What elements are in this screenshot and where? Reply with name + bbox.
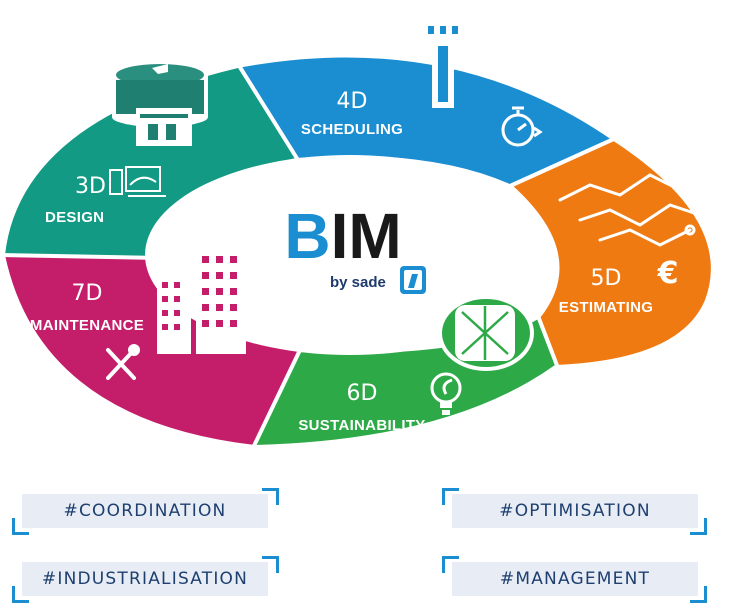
bracket-industrialisation-bl [12, 586, 29, 603]
center-hole [145, 155, 555, 355]
sade-logo-icon [400, 266, 426, 294]
bracket-industrialisation-tr [262, 556, 279, 573]
maintenance-num: 7D [72, 281, 103, 306]
lightbulb-icon [430, 372, 462, 415]
title-subtitle: by sade [330, 274, 386, 291]
euro-icon: € [657, 256, 679, 291]
bracket-management-br [690, 586, 707, 603]
control-tower-icon [418, 10, 468, 108]
estimating-num: 5D [591, 266, 622, 291]
tag-management: #MANAGEMENT [452, 562, 698, 596]
bracket-optimisation-tl [442, 488, 459, 505]
segment-design [5, 68, 296, 258]
estimating-name: ESTIMATING [559, 299, 653, 316]
maintenance-name: MAINTENANCE [30, 317, 144, 334]
sustainability-name: SUSTAINABILITY [298, 417, 425, 434]
scheduling-num: 4D [337, 89, 368, 114]
bracket-coordination-bl [12, 518, 29, 535]
segment-maintenance [5, 255, 298, 445]
sustainability-num: 6D [347, 381, 378, 406]
title-rest: IM [331, 200, 402, 272]
stopwatch-icon [501, 106, 543, 147]
buildings-icon [157, 248, 246, 354]
scheduling-name: SCHEDULING [301, 121, 403, 138]
water-tank-icon [112, 61, 208, 146]
bim-title: BIM [284, 200, 401, 272]
bim-diagram: BIM by sade 3D DESIGN 4D SCHEDULING 5D E… [0, 10, 716, 451]
tag-coordination: #COORDINATION [22, 494, 268, 528]
bracket-management-tl [442, 556, 459, 573]
segment-dividers [0, 62, 617, 451]
segment-scheduling [238, 57, 612, 185]
bracket-optimisation-br [690, 518, 707, 535]
tools-icon [106, 344, 140, 380]
title-accent: B [284, 200, 330, 272]
tag-industrialisation: #INDUSTRIALISATION [22, 562, 268, 596]
circuit-icon [558, 173, 716, 247]
tag-optimisation: #OPTIMISATION [452, 494, 698, 528]
solar-cylinder-icon [438, 295, 534, 371]
computer-icon [109, 166, 166, 197]
design-name: DESIGN [45, 209, 104, 226]
design-num: 3D [75, 174, 106, 199]
bracket-coordination-tr [262, 488, 279, 505]
segment-estimating [512, 140, 711, 365]
